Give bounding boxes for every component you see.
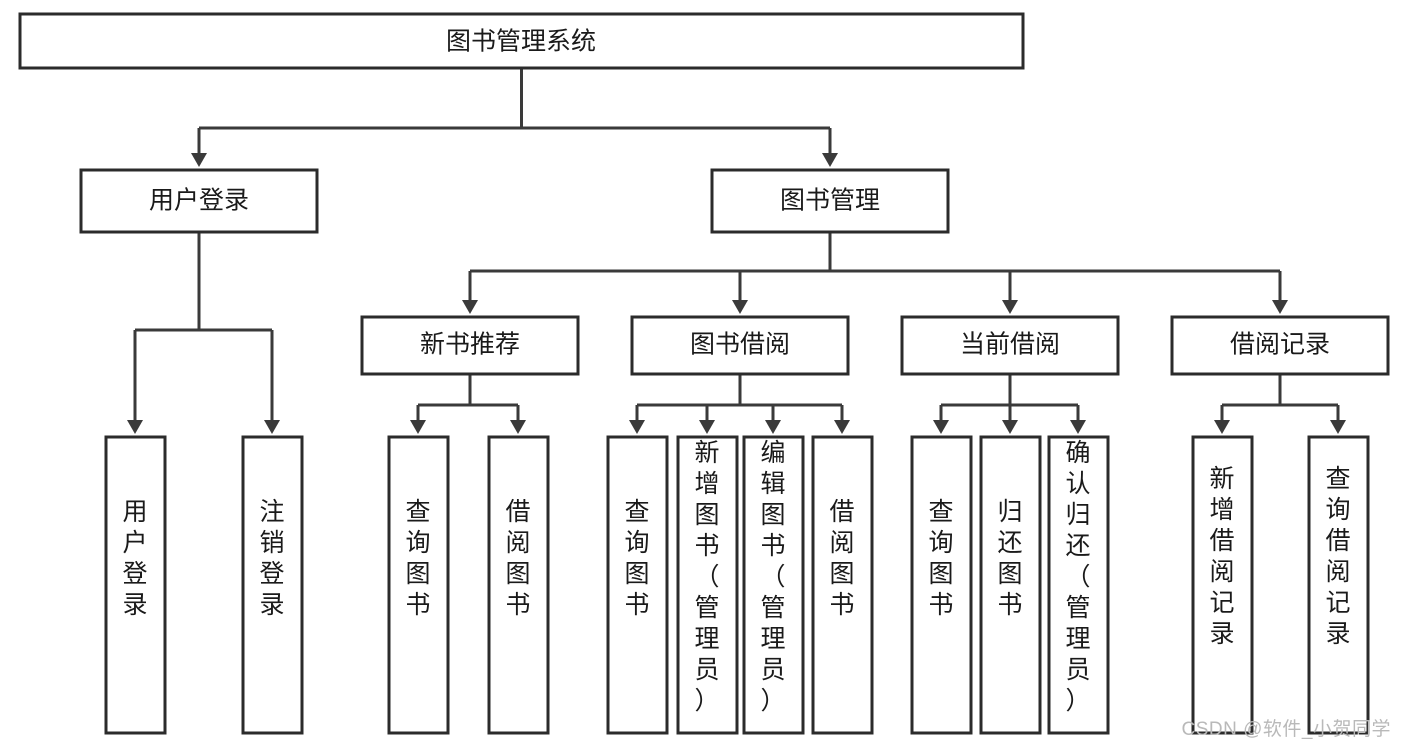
leaf-borrow-books-borrow-label: 借阅图书 xyxy=(829,498,854,619)
leaf-query-books-recommend-label: 查询图书 xyxy=(405,498,430,619)
leaf-query-books-borrow[interactable]: 查询图书 xyxy=(606,435,669,735)
leaf-add-borrow-record-box xyxy=(1191,435,1254,735)
leaf-edit-book-admin-box xyxy=(742,435,805,735)
node-book-borrow[interactable]: 图书借阅 xyxy=(630,315,850,376)
leaf-borrow-books-recommend[interactable]: 借阅图书 xyxy=(487,435,550,735)
node-book-management-box xyxy=(710,168,950,234)
node-borrow-records-label: 借阅记录 xyxy=(1230,331,1330,359)
leaf-confirm-return-admin-label: 确认归还（管理员） xyxy=(1065,439,1090,715)
leaf-edit-book-admin[interactable]: 编辑图书（管理员） xyxy=(742,435,805,735)
node-current-borrow-label: 当前借阅 xyxy=(960,331,1060,359)
leaf-add-book-admin[interactable]: 新增图书（管理员） xyxy=(676,435,739,735)
node-current-borrow-box xyxy=(900,315,1120,376)
leaf-user-login-box xyxy=(104,435,167,735)
leaf-query-borrow-record-label: 查询借阅记录 xyxy=(1325,465,1350,648)
node-book-management-label: 图书管理 xyxy=(780,187,880,215)
leaf-query-borrow-record-box xyxy=(1307,435,1370,735)
leaf-return-books-label: 归还图书 xyxy=(997,498,1022,619)
node-book-borrow-box xyxy=(630,315,850,376)
leaf-query-books-recommend[interactable]: 查询图书 xyxy=(387,435,450,735)
leaf-borrow-books-recommend-box xyxy=(487,435,550,735)
node-current-borrow[interactable]: 当前借阅 xyxy=(900,315,1120,376)
leaf-user-login[interactable]: 用户登录 xyxy=(104,435,167,735)
leaf-borrow-books-borrow[interactable]: 借阅图书 xyxy=(811,435,874,735)
node-new-book-recommend-label: 新书推荐 xyxy=(420,331,520,359)
node-new-book-recommend-box xyxy=(360,315,580,376)
leaf-add-book-admin-label: 新增图书（管理员） xyxy=(694,439,719,715)
node-borrow-records-box xyxy=(1170,315,1390,376)
leaf-borrow-books-recommend-label: 借阅图书 xyxy=(505,498,530,619)
node-root-label: 图书管理系统 xyxy=(446,28,596,56)
leaf-user-login-label: 用户登录 xyxy=(122,498,147,619)
leaf-add-book-admin-box xyxy=(676,435,739,735)
node-book-borrow-label: 图书借阅 xyxy=(690,331,790,359)
edge-group xyxy=(127,68,1346,434)
leaf-add-borrow-record[interactable]: 新增借阅记录 xyxy=(1191,435,1254,735)
node-user-login-box xyxy=(79,168,319,234)
node-user-login-label: 用户登录 xyxy=(149,187,249,215)
leaf-query-books-recommend-box xyxy=(387,435,450,735)
leaf-logout[interactable]: 注销登录 xyxy=(241,435,304,735)
node-root-box xyxy=(18,12,1025,70)
leaf-query-books-borrow-box xyxy=(606,435,669,735)
leaf-return-books[interactable]: 归还图书 xyxy=(979,435,1042,735)
leaf-logout-label: 注销登录 xyxy=(259,498,284,619)
node-borrow-records[interactable]: 借阅记录 xyxy=(1170,315,1390,376)
leaf-logout-box xyxy=(241,435,304,735)
leaf-confirm-return-admin[interactable]: 确认归还（管理员） xyxy=(1047,435,1110,735)
leaf-return-books-box xyxy=(979,435,1042,735)
node-book-management[interactable]: 图书管理 xyxy=(710,168,950,234)
node-root-book-management-system[interactable]: 图书管理系统 xyxy=(18,12,1025,70)
leaf-edit-book-admin-label: 编辑图书（管理员） xyxy=(760,439,785,715)
leaf-query-borrow-record[interactable]: 查询借阅记录 xyxy=(1307,435,1370,735)
leaf-query-books-current[interactable]: 查询图书 xyxy=(910,435,973,735)
leaf-add-borrow-record-label: 新增借阅记录 xyxy=(1209,465,1234,648)
leaf-confirm-return-admin-box xyxy=(1047,435,1110,735)
leaf-query-books-current-box xyxy=(910,435,973,735)
node-user-login[interactable]: 用户登录 xyxy=(79,168,319,234)
leaf-query-books-current-label: 查询图书 xyxy=(928,498,953,619)
leaf-borrow-books-borrow-box xyxy=(811,435,874,735)
node-new-book-recommend[interactable]: 新书推荐 xyxy=(360,315,580,376)
leaf-query-books-borrow-label: 查询图书 xyxy=(624,498,649,619)
